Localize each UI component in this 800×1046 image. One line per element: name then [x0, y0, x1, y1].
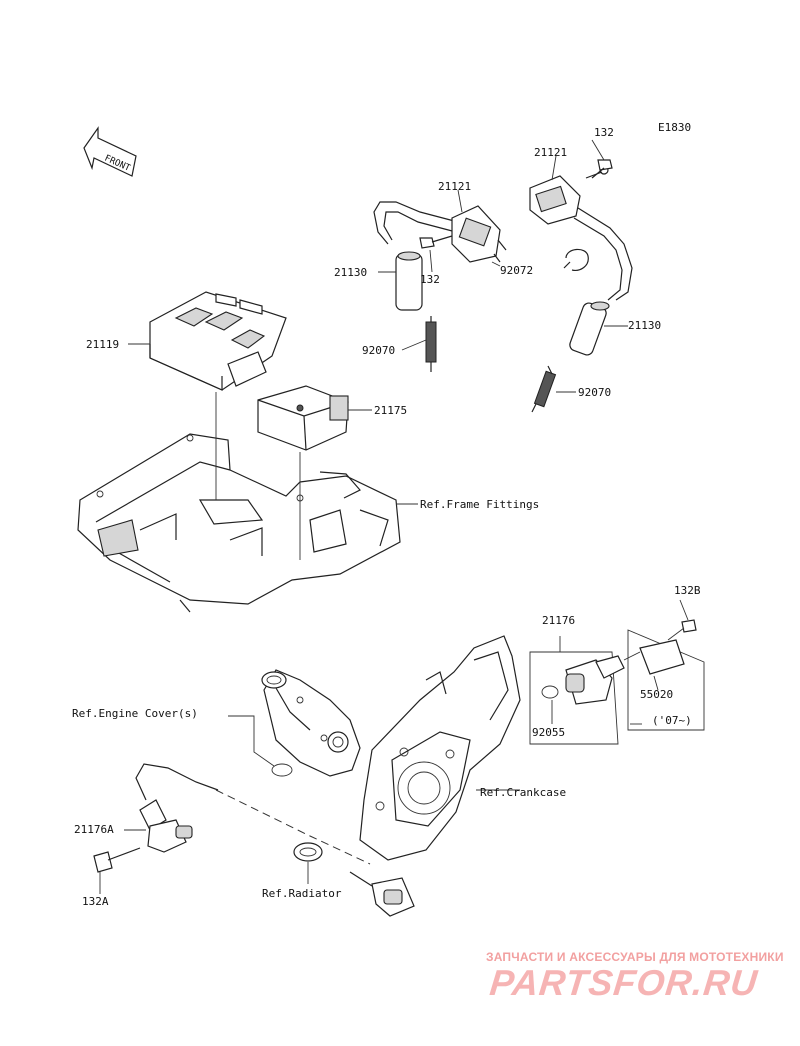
- label-21130-left: 21130: [334, 266, 368, 279]
- leaders-top: [128, 139, 628, 560]
- label-132-mid: 132: [420, 273, 440, 286]
- clip-ring: [563, 248, 589, 271]
- label-21130-right: 21130: [628, 319, 662, 332]
- front-arrow: FRONT: [83, 126, 137, 177]
- bolt-132A: [93, 847, 141, 894]
- label-21176A: 21176A: [74, 823, 114, 836]
- plug-cap-right: [569, 301, 610, 356]
- watermark-tagline: ЗАПЧАСТИ И АКСЕССУАРЫ ДЛЯ МОТОТЕХНИКИ: [486, 950, 784, 964]
- regulator-unit: [257, 385, 349, 451]
- label-92070-left: 92070: [362, 344, 396, 357]
- sensor-21176A: [124, 763, 219, 853]
- diagram-code: E1830: [658, 121, 692, 134]
- label-92055: 92055: [532, 726, 566, 739]
- label-21121-right: 21121: [534, 146, 568, 159]
- label-92072: 92072: [500, 264, 534, 277]
- label-55020: 55020: [640, 688, 674, 701]
- label-21119: 21119: [86, 338, 120, 351]
- spark-plug-right: [531, 365, 557, 413]
- label-92070-right: 92070: [578, 386, 612, 399]
- watermark-logo: PARTSFOR.RU: [487, 962, 760, 1003]
- plug-cap-left: [395, 251, 423, 311]
- engine-cover: [228, 669, 361, 777]
- bolt-132-top: [591, 159, 613, 179]
- ignition-coil-middle: [373, 201, 507, 263]
- crankcase: [359, 635, 521, 861]
- ignition-coil-right: [529, 165, 633, 301]
- label-21175: 21175: [374, 404, 408, 417]
- label-ref-radiator: Ref.Radiator: [262, 887, 342, 900]
- label-132-top: 132: [594, 126, 614, 139]
- connector-plug: [349, 871, 415, 917]
- spark-plug-left: [425, 316, 437, 372]
- label-21176: 21176: [542, 614, 576, 627]
- label-132A: 132A: [82, 895, 109, 908]
- ecu-unit: [149, 291, 287, 391]
- label-model-year-note: ('07~): [652, 714, 692, 727]
- bolt-132-mid: [419, 235, 453, 249]
- frame-tray: [77, 433, 401, 613]
- label-ref-engine-cover: Ref.Engine Cover(s): [72, 707, 198, 720]
- routing-line: [215, 789, 371, 865]
- label-21121-mid: 21121: [438, 180, 472, 193]
- label-132B: 132B: [674, 584, 701, 597]
- label-ref-crankcase: Ref.Crankcase: [480, 786, 567, 799]
- crank-sensor-box: [529, 599, 705, 745]
- hose-clamp: [293, 842, 323, 884]
- label-ref-frame-fittings: Ref.Frame Fittings: [420, 498, 540, 511]
